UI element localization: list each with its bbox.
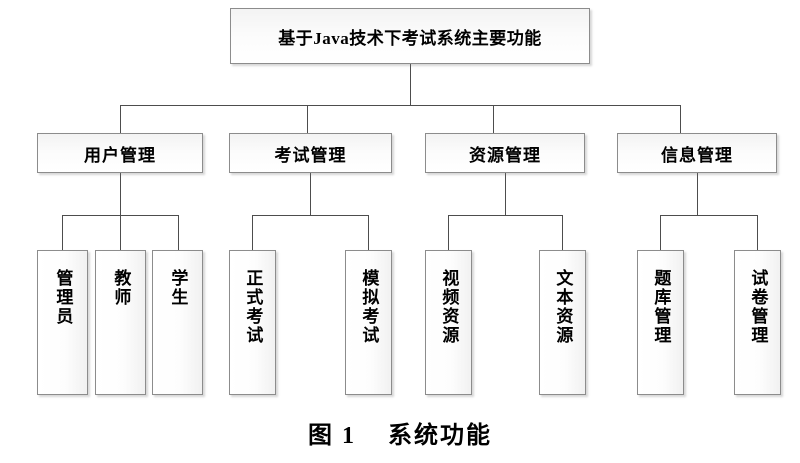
connector-bus-to-info [680,105,681,133]
node-teacher-label: 教师 [111,269,131,307]
node-root-label: 基于Java技术下考试系统主要功能 [278,28,542,48]
node-resource-management-label: 资源管理 [469,145,541,165]
node-resource-management[interactable]: 资源管理 [425,133,585,173]
connector-resource-bus [448,215,563,216]
figure-caption-number: 1 [342,423,356,449]
node-mock-exam-label: 模拟考试 [359,269,379,345]
node-info-management-label: 信息管理 [661,145,733,165]
node-root-system-main-functions[interactable]: 基于Java技术下考试系统主要功能 [230,8,590,64]
node-formal-exam[interactable]: 正式考试 [229,250,276,395]
node-exam-paper-management[interactable]: 试卷管理 [734,250,781,395]
figure-caption: 图 1 系统功能 [0,415,800,450]
node-question-bank-management-label: 题库管理 [651,269,671,345]
figure-caption-title: 系统功能 [388,423,492,449]
figure-caption-label: 图 [308,423,334,449]
connector-resource-to-text [562,215,563,250]
connector-user-to-teacher [120,215,121,250]
node-exam-management-label: 考试管理 [274,145,347,165]
node-formal-exam-label: 正式考试 [243,269,263,345]
node-video-resource-label: 视频资源 [439,269,459,345]
connector-level1-bus [120,105,680,106]
connector-info-drop [697,173,698,215]
connector-bus-to-exam [307,105,308,133]
node-administrator-label: 管理员 [53,269,73,326]
connector-resource-to-video [448,215,449,250]
connector-info-bus [660,215,758,216]
node-student-label: 学生 [168,269,188,307]
connector-exam-drop [310,173,311,215]
node-question-bank-management[interactable]: 题库管理 [637,250,684,395]
connector-user-drop [120,173,121,215]
connector-user-to-student [178,215,179,250]
connector-user-to-admin [62,215,63,250]
connector-exam-bus [252,215,369,216]
node-user-management-label: 用户管理 [84,145,156,165]
connector-bus-to-user [120,105,121,133]
node-administrator[interactable]: 管理员 [37,250,88,395]
node-text-resource[interactable]: 文本资源 [539,250,586,395]
connector-bus-to-resource [493,105,494,133]
connector-resource-drop [505,173,506,215]
node-user-management[interactable]: 用户管理 [37,133,203,173]
connector-exam-to-mock [368,215,369,250]
connector-info-to-paper [757,215,758,250]
node-text-resource-label: 文本资源 [553,269,573,345]
node-exam-management[interactable]: 考试管理 [229,133,392,173]
node-exam-paper-management-label: 试卷管理 [748,269,768,345]
node-info-management[interactable]: 信息管理 [617,133,777,173]
connector-root-drop [410,64,411,105]
node-video-resource[interactable]: 视频资源 [425,250,472,395]
node-mock-exam[interactable]: 模拟考试 [345,250,392,395]
connector-info-to-qbank [660,215,661,250]
node-teacher[interactable]: 教师 [95,250,146,395]
connector-exam-to-formal [252,215,253,250]
node-student[interactable]: 学生 [152,250,203,395]
